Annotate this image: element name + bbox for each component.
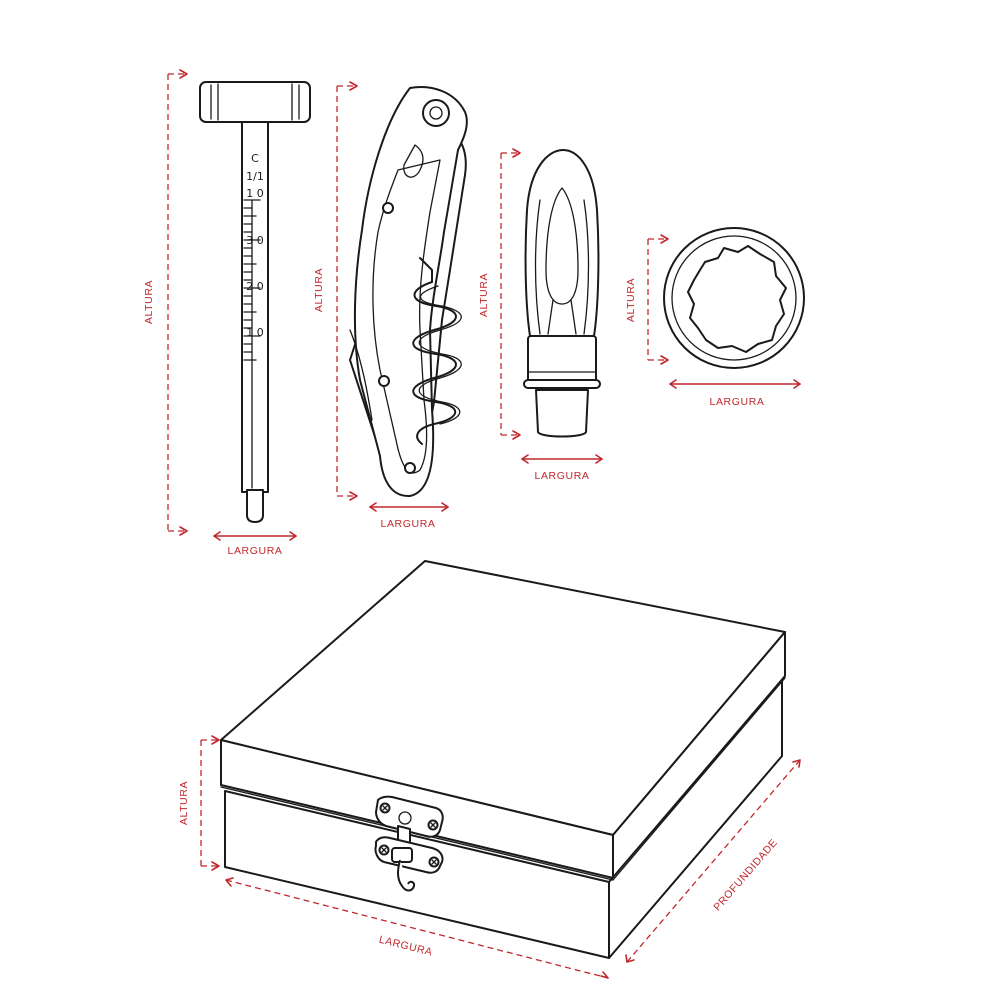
corkscrew-width-label: LARGURA	[381, 518, 436, 530]
box-width-label: LARGURA	[378, 934, 434, 959]
thermometer-scale-label: 1 0	[246, 326, 264, 339]
thermometer-height-label: ALTURA	[143, 280, 155, 324]
box-height-label: ALTURA	[178, 781, 190, 825]
pourer-width-label: LARGURA	[535, 470, 590, 482]
thermometer-dimensions: ALTURA LARGURA	[143, 69, 297, 557]
drip-ring-width-label: LARGURA	[710, 396, 765, 408]
box-depth-label: PROFUNDIDADE	[711, 837, 780, 914]
corkscrew-height-label: ALTURA	[313, 268, 325, 312]
thermometer-scale-label: 2 0	[246, 280, 264, 293]
thermometer-scale-label: 1 0	[246, 187, 264, 200]
wooden-box	[220, 560, 786, 959]
box-latch	[374, 795, 444, 892]
thermometer-fraction: 1/1	[246, 170, 264, 183]
thermometer-unit: C	[251, 152, 259, 165]
thermometer-scale-label: 3 0	[246, 234, 264, 247]
pourer-dimensions: ALTURA LARGURA	[478, 148, 603, 482]
thermometer-width-label: LARGURA	[228, 545, 283, 557]
corkscrew	[349, 86, 468, 498]
drip-ring	[663, 227, 805, 369]
drip-ring-height-label: ALTURA	[625, 278, 637, 322]
pourer-height-label: ALTURA	[478, 273, 490, 317]
pourer-stopper	[523, 149, 601, 438]
drip-ring-dimensions: ALTURA LARGURA	[625, 234, 801, 408]
corkscrew-dimensions: ALTURA LARGURA	[313, 81, 449, 530]
thermometer: C 1/1 1 0 3 0 2 0 1 0	[199, 81, 311, 523]
corkscrew-worm	[412, 257, 462, 445]
thermometer-scale-ticks	[243, 199, 261, 361]
